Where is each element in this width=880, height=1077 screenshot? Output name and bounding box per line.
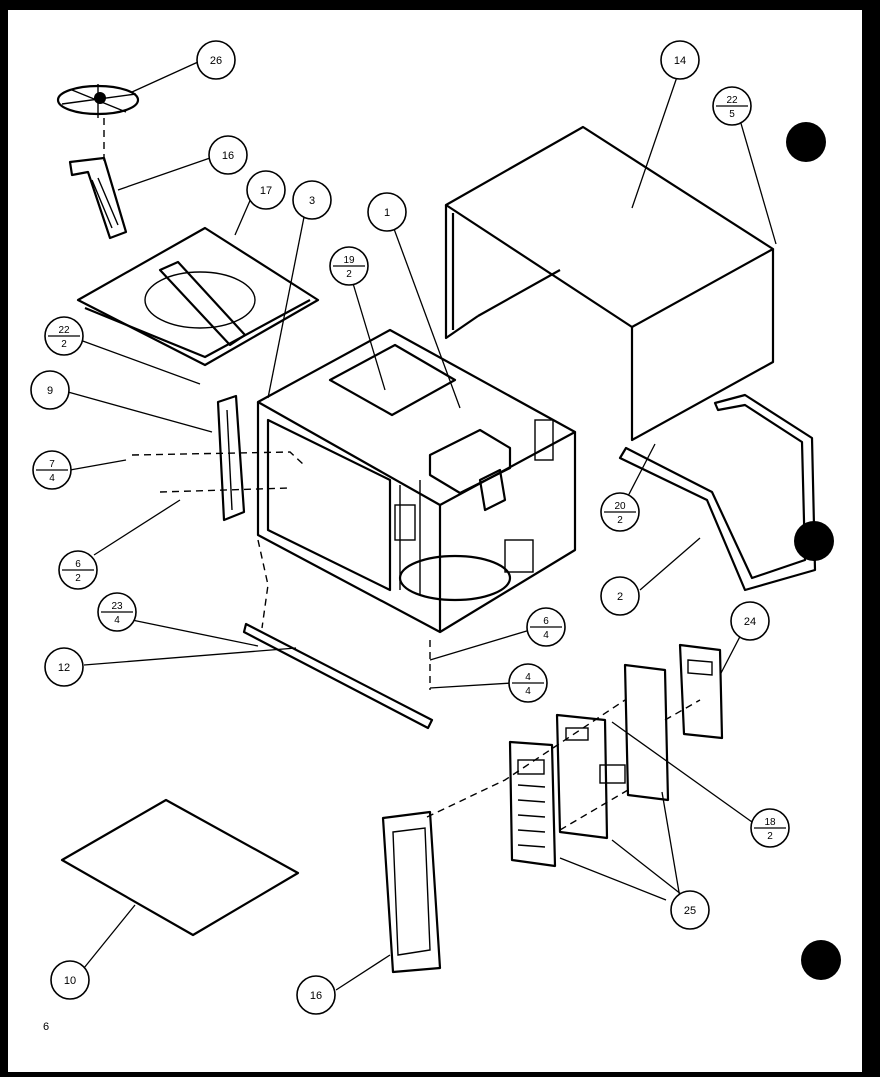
svg-text:9: 9 <box>47 385 53 397</box>
door-frame-part <box>381 810 442 974</box>
svg-text:4: 4 <box>525 686 531 697</box>
svg-text:4: 4 <box>525 672 531 683</box>
callout-6-4: 6 4 <box>526 607 566 647</box>
svg-text:24: 24 <box>744 616 756 628</box>
svg-text:18: 18 <box>764 817 776 828</box>
callout-22-5: 22 5 <box>712 86 752 126</box>
svg-text:5: 5 <box>729 109 735 120</box>
svg-text:4: 4 <box>114 615 120 626</box>
svg-text:2: 2 <box>75 573 81 584</box>
cavity-bottom-assembly-line <box>257 539 269 629</box>
callout-7-4: 7 4 <box>32 450 72 490</box>
svg-text:3: 3 <box>309 195 315 207</box>
callout-23-4: 23 4 <box>97 592 137 632</box>
svg-text:16: 16 <box>222 150 234 162</box>
control-panel-part <box>508 713 626 868</box>
page-number: 6 <box>43 1021 49 1033</box>
svg-text:22: 22 <box>726 95 738 106</box>
svg-text:23: 23 <box>111 601 123 612</box>
callout-12: 12 <box>44 647 84 687</box>
svg-text:2: 2 <box>61 339 67 350</box>
svg-text:20: 20 <box>614 501 626 512</box>
callout-10: 10 <box>50 960 90 1000</box>
svg-text:2: 2 <box>617 515 623 526</box>
bottom-rail-part <box>242 622 434 730</box>
left-assembly-lines <box>131 451 305 493</box>
callout-24: 24 <box>730 601 770 641</box>
control-board-part <box>623 643 724 802</box>
waveguide-cover-part <box>76 226 320 367</box>
svg-text:17: 17 <box>260 185 272 197</box>
callout-3: 3 <box>292 180 332 220</box>
stirrer-fan-part <box>56 84 140 118</box>
svg-text:14: 14 <box>674 55 686 67</box>
outer-cabinet-part <box>444 125 775 442</box>
svg-text:19: 19 <box>343 255 355 266</box>
callout-25: 25 <box>670 890 710 930</box>
svg-text:22: 22 <box>58 325 70 336</box>
side-bracket-part <box>216 394 246 522</box>
svg-text:6: 6 <box>75 559 81 570</box>
svg-text:2: 2 <box>346 269 352 280</box>
callout-16-stirrer: 16 <box>208 135 248 175</box>
punch-hole-bottom <box>801 940 841 980</box>
leader-lines <box>67 61 777 991</box>
callout-17: 17 <box>246 170 286 210</box>
svg-text:26: 26 <box>210 55 222 67</box>
callout-6-2: 6 2 <box>58 550 98 590</box>
svg-text:7: 7 <box>49 459 55 470</box>
bottom-plate-part <box>60 798 300 937</box>
door-seal-frame-part <box>618 393 817 592</box>
callout-19-2: 19 2 <box>329 246 369 286</box>
oven-chassis-part <box>256 328 577 634</box>
callout-14: 14 <box>660 40 700 80</box>
svg-text:1: 1 <box>384 207 390 219</box>
svg-text:6: 6 <box>543 616 549 627</box>
svg-text:12: 12 <box>58 662 70 674</box>
svg-text:10: 10 <box>64 975 76 987</box>
svg-text:4: 4 <box>49 473 55 484</box>
callout-4-4: 4 4 <box>508 663 548 703</box>
svg-text:2: 2 <box>767 831 773 842</box>
stirrer-bracket-part <box>68 156 128 240</box>
callout-1: 1 <box>367 192 407 232</box>
callout-9: 9 <box>30 370 70 410</box>
punch-hole-top <box>786 122 826 162</box>
callout-16-door: 16 <box>296 975 336 1015</box>
callout-22-2: 22 2 <box>44 316 84 356</box>
callout-26: 26 <box>196 40 236 80</box>
panel-assembly-lines <box>426 699 701 831</box>
svg-text:4: 4 <box>543 630 549 641</box>
svg-text:16: 16 <box>310 990 322 1002</box>
callout-18-2: 18 2 <box>750 808 790 848</box>
callout-20-2: 20 2 <box>600 492 640 532</box>
svg-text:25: 25 <box>684 905 696 917</box>
callout-2: 2 <box>600 576 640 616</box>
svg-text:2: 2 <box>617 591 623 603</box>
